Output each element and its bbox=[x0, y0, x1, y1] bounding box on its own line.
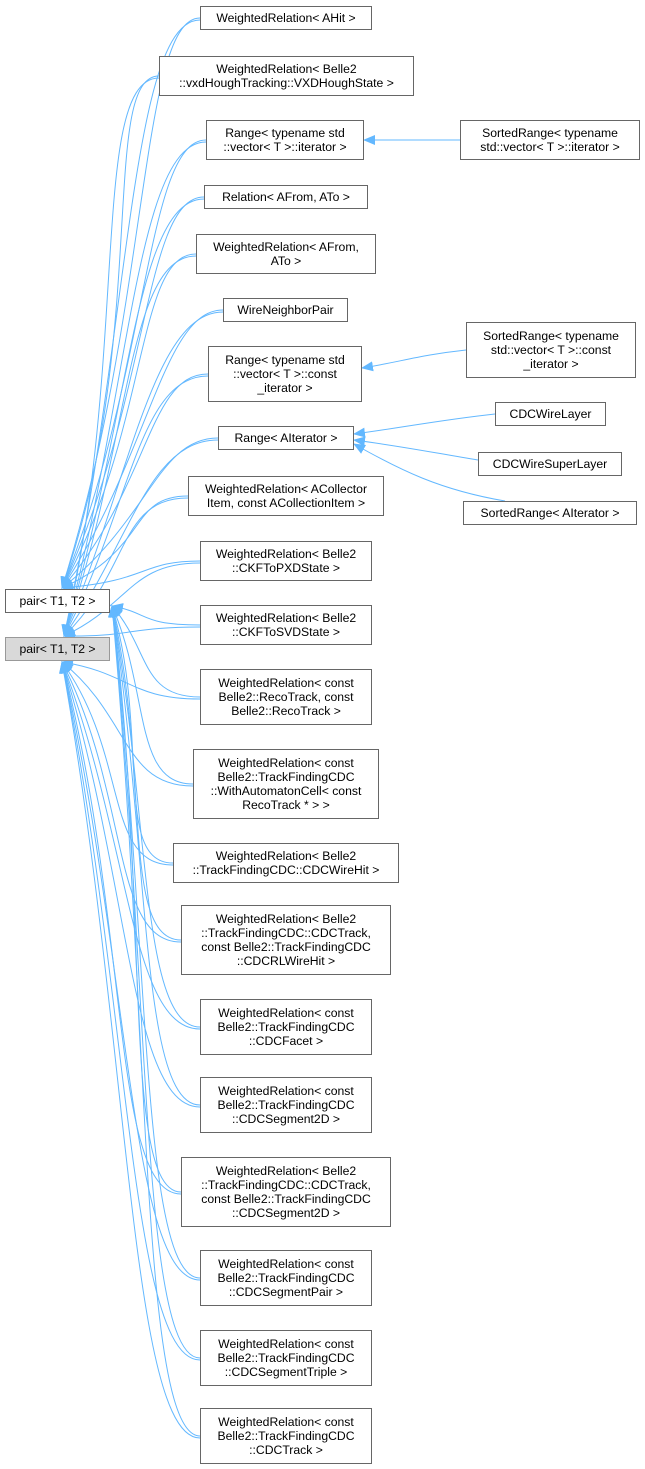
node-weighted-relation-cdc-facet[interactable]: WeightedRelation< const Belle2::TrackFin… bbox=[200, 999, 372, 1055]
node-weighted-relation-ckf-to-svd-state[interactable]: WeightedRelation< Belle2 ::CKFToSVDState… bbox=[200, 605, 372, 645]
node-weighted-relation-cdc-segment2d[interactable]: WeightedRelation< const Belle2::TrackFin… bbox=[200, 1077, 372, 1133]
edge-to-pair-upper bbox=[109, 605, 201, 1028]
edge-to-pair-lower bbox=[61, 19, 201, 637]
edge-to-pair-lower bbox=[59, 661, 201, 1281]
edge-to-pair-lower bbox=[59, 661, 182, 1195]
edge-to-pair-lower bbox=[61, 661, 174, 866]
node-cdc-wire-layer[interactable]: CDCWireLayer bbox=[495, 402, 606, 426]
edge-cdcwiresuperlayer-to-range bbox=[353, 436, 479, 461]
node-weighted-relation-cdc-track-segment2d[interactable]: WeightedRelation< Belle2 ::TrackFindingC… bbox=[181, 1157, 391, 1227]
edge-to-pair-lower bbox=[63, 562, 201, 637]
edge-to-pair-lower bbox=[62, 198, 205, 637]
edge-to-pair-upper bbox=[61, 495, 189, 589]
edge-to-pair-upper bbox=[61, 139, 207, 589]
node-wire-neighbor-pair[interactable]: WireNeighborPair bbox=[223, 298, 348, 322]
edge-to-pair-lower bbox=[61, 658, 201, 700]
node-sorted-range-aiterator[interactable]: SortedRange< AIterator > bbox=[463, 501, 637, 525]
edge-to-pair-upper bbox=[111, 605, 194, 785]
edge-to-pair-upper bbox=[109, 605, 182, 941]
node-weighted-relation-cdc-track-rl-wire-hit[interactable]: WeightedRelation< Belle2 ::TrackFindingC… bbox=[181, 905, 391, 975]
edge-cdcwirelayer-to-range bbox=[353, 413, 496, 438]
edge-to-pair-upper bbox=[111, 603, 201, 626]
node-range-aiterator[interactable]: Range< AIterator > bbox=[218, 426, 354, 450]
node-sorted-range-vector-const-iterator[interactable]: SortedRange< typename std::vector< T >::… bbox=[466, 322, 636, 378]
edge-to-pair-upper bbox=[61, 437, 219, 589]
node-weighted-relation-cdc-track[interactable]: WeightedRelation< const Belle2::TrackFin… bbox=[200, 1408, 372, 1464]
edge-to-pair-lower bbox=[59, 661, 201, 1439]
edge-to-pair-lower bbox=[62, 141, 207, 637]
node-weighted-relation-ahit[interactable]: WeightedRelation< AHit > bbox=[200, 6, 372, 30]
node-relation-afrom-ato[interactable]: Relation< AFrom, ATo > bbox=[204, 185, 368, 209]
edge-to-pair-lower bbox=[63, 311, 224, 637]
node-weighted-relation-automaton-cell[interactable]: WeightedRelation< const Belle2::TrackFin… bbox=[193, 749, 379, 819]
edge-to-pair-upper bbox=[60, 75, 160, 589]
node-range-vector-const-iterator[interactable]: Range< typename std ::vector< T >::const… bbox=[208, 346, 362, 402]
node-pair-upper[interactable]: pair< T1, T2 > bbox=[5, 589, 110, 613]
edge-to-pair-lower bbox=[61, 661, 194, 787]
edge-to-pair-upper bbox=[61, 373, 209, 589]
edge-to-pair-upper bbox=[108, 605, 201, 1279]
edge-to-pair-lower bbox=[61, 661, 182, 943]
edge-to-pair-lower bbox=[61, 661, 201, 1030]
node-weighted-relation-vxd-hough-state[interactable]: WeightedRelation< Belle2 ::vxdHoughTrack… bbox=[159, 56, 414, 96]
node-range-vector-iterator[interactable]: Range< typename std ::vector< T >::itera… bbox=[206, 120, 364, 160]
edge-to-pair-lower bbox=[63, 626, 201, 642]
node-weighted-relation-acollector-item[interactable]: WeightedRelation< ACollector Item, const… bbox=[188, 476, 384, 516]
node-sorted-range-vector-iterator[interactable]: SortedRange< typename std::vector< T >::… bbox=[460, 120, 640, 160]
edge-sortedrange-aiterator-to-range bbox=[353, 443, 506, 502]
node-weighted-relation-cdc-segment-triple[interactable]: WeightedRelation< const Belle2::TrackFin… bbox=[200, 1330, 372, 1386]
edge-to-pair-upper bbox=[61, 560, 201, 593]
node-pair-lower[interactable]: pair< T1, T2 > bbox=[5, 637, 110, 661]
edge-to-pair-upper bbox=[108, 605, 201, 1359]
node-weighted-relation-cdc-wire-hit[interactable]: WeightedRelation< Belle2 ::TrackFindingC… bbox=[173, 843, 399, 883]
edge-to-pair-lower bbox=[59, 661, 201, 1361]
node-weighted-relation-cdc-segment-pair[interactable]: WeightedRelation< const Belle2::TrackFin… bbox=[200, 1250, 372, 1306]
edge-to-pair-upper bbox=[108, 605, 201, 1106]
edge-to-pair-lower bbox=[63, 375, 209, 637]
edge-to-pair-upper bbox=[108, 605, 201, 1437]
node-weighted-relation-recotrack[interactable]: WeightedRelation< const Belle2::RecoTrac… bbox=[200, 669, 372, 725]
edge-to-pair-lower bbox=[62, 255, 197, 637]
node-weighted-relation-ckf-to-pxd-state[interactable]: WeightedRelation< Belle2 ::CKFToPXDState… bbox=[200, 541, 372, 581]
edge-to-pair-upper bbox=[111, 605, 201, 698]
node-cdc-wire-superlayer[interactable]: CDCWireSuperLayer bbox=[478, 452, 622, 476]
edge-to-pair-lower bbox=[60, 661, 201, 1108]
edge-sorted-range-const-to-range-const bbox=[361, 349, 467, 372]
node-weighted-relation-afrom-ato[interactable]: WeightedRelation< AFrom, ATo > bbox=[196, 234, 376, 274]
edge-to-pair-upper bbox=[61, 253, 197, 589]
